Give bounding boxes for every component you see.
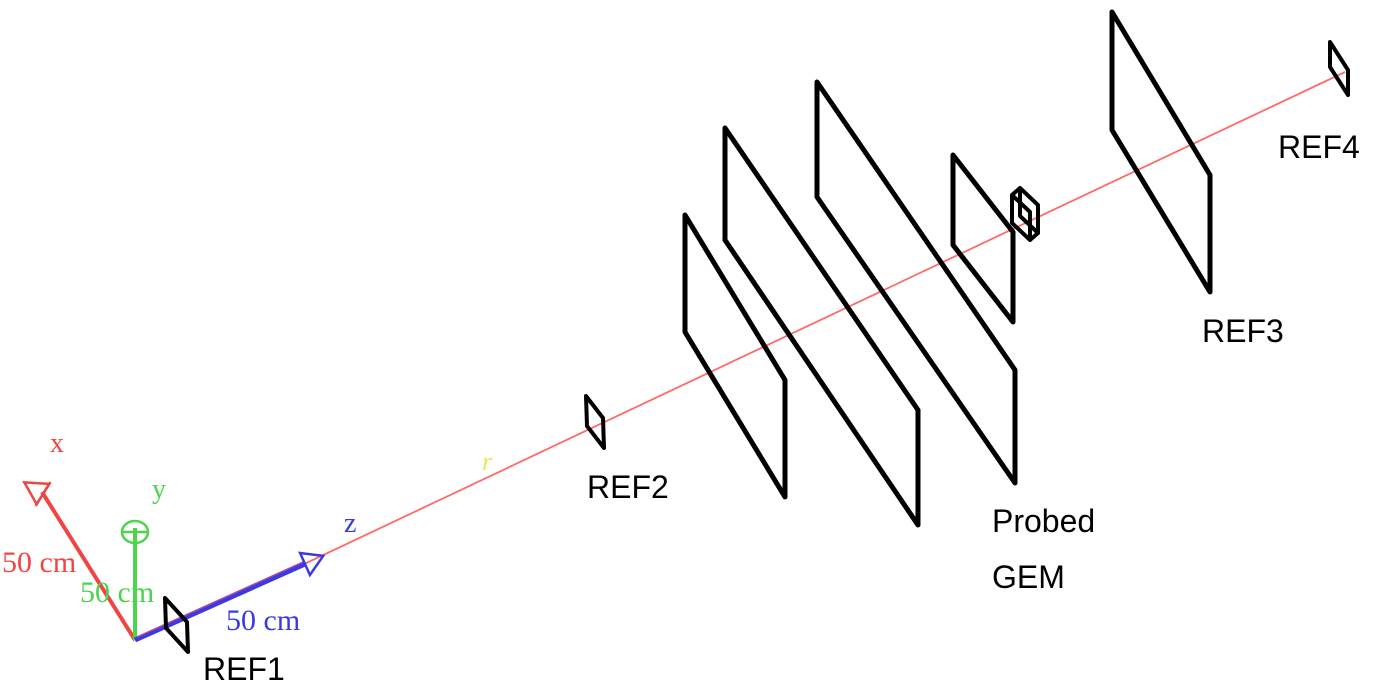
gem-plane-2	[722, 125, 921, 528]
ref2-label: REF2	[587, 469, 669, 505]
ref3-label: REF3	[1202, 313, 1284, 349]
probed-gem-label-line2: GEM	[992, 559, 1065, 595]
probed-gem-detector	[950, 152, 1016, 325]
ref3-detector	[1109, 9, 1213, 295]
z-axis-label: z	[344, 508, 356, 539]
y-axis-label: y	[152, 474, 166, 505]
z-axis-scale-label: 50 cm	[226, 604, 300, 637]
ref1-detector	[163, 596, 190, 654]
beam-marker-label: r	[482, 447, 493, 476]
x-axis	[22, 480, 137, 642]
small-box-detector	[1010, 186, 1040, 242]
beam-line	[299, 71, 1346, 567]
ref1-label: REF1	[203, 651, 285, 687]
x-axis-scale-label: 50 cm	[2, 546, 76, 579]
ref4-label: REF4	[1278, 129, 1360, 165]
ref4-detector	[1328, 40, 1350, 97]
y-axis-scale-label: 50 cm	[80, 576, 154, 609]
gem-plane-1	[682, 212, 788, 500]
ref2-detector	[584, 394, 606, 450]
x-axis-label: x	[50, 428, 64, 459]
probed-gem-label-line1: Probed	[992, 503, 1095, 539]
y-axis	[120, 519, 150, 640]
gem-plane-3	[814, 79, 1018, 486]
